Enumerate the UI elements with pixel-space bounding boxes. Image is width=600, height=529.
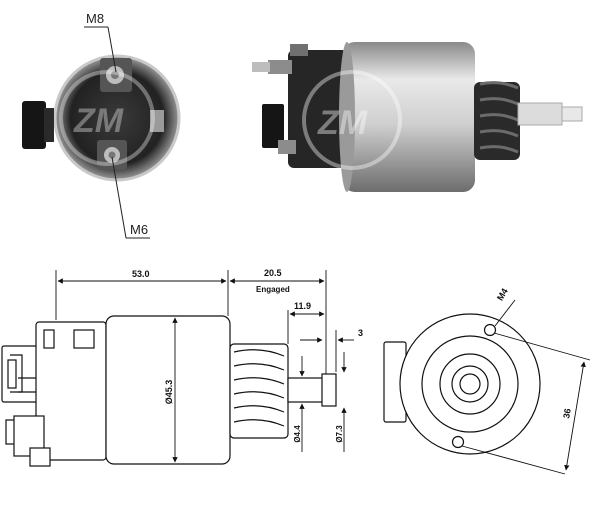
mount-hole-bottom (451, 435, 465, 449)
label-m8-callout: M8 (84, 11, 117, 73)
dim-engaged-length: 20.5 (264, 268, 282, 278)
side-view-drawing (1, 315, 337, 467)
svg-text:ZM: ZM (73, 102, 124, 140)
label-m6-callout: M6 (111, 156, 150, 239)
dim-plunger-tip: 3 (358, 328, 363, 338)
photo-end-cap: ZM (22, 54, 181, 182)
front-view-drawing (383, 313, 541, 455)
mount-hole-top (483, 323, 497, 337)
front-view-dimensions (461, 299, 591, 475)
label-m6: M6 (130, 222, 148, 237)
dim-body-diameter: Ø45.3 (164, 380, 174, 405)
dim-engaged-note: Engaged (256, 285, 290, 294)
dim-stroke: 11.9 (294, 301, 311, 311)
dim-body-length: 53.0 (132, 269, 150, 279)
dim-mount-thread: M4 (495, 287, 510, 303)
dim-spring-diameter: Ø4.4 (293, 425, 302, 443)
photo-side-solenoid: ZM (252, 42, 583, 192)
dim-tip-diameter: Ø7.3 (335, 425, 344, 443)
dim-mount-spacing: 36 (561, 408, 573, 420)
svg-text:ZM: ZM (317, 104, 368, 142)
side-view-dimensions (55, 270, 354, 463)
label-m8: M8 (86, 11, 104, 26)
